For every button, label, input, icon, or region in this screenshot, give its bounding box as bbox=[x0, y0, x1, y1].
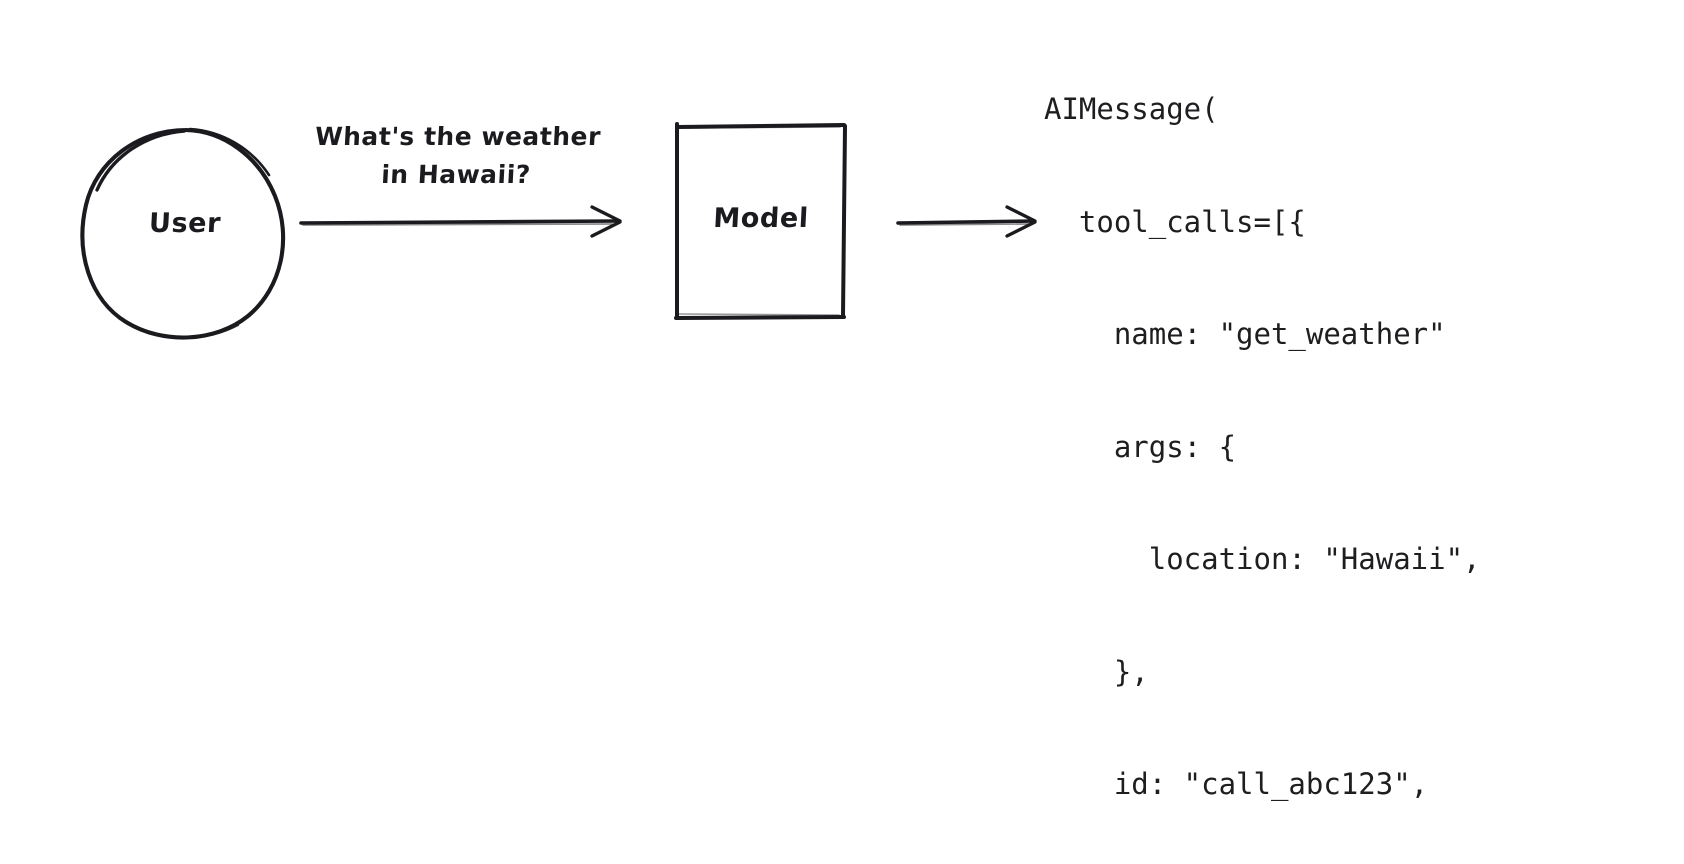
code-line: name: "get_weather" bbox=[1044, 317, 1446, 351]
code-line: id: "call_abc123", bbox=[1044, 767, 1429, 801]
arrow-user-to-model[interactable] bbox=[299, 205, 622, 238]
user-node-circle[interactable] bbox=[80, 127, 286, 340]
model-node-label: Model bbox=[712, 203, 810, 234]
code-line: location: "Hawaii", bbox=[1044, 542, 1481, 576]
ai-message-code-block: AIMessage( tool_calls=[{ name: "get_weat… bbox=[1044, 16, 1481, 864]
hand-drawn-sketch-layer bbox=[80, 122, 1037, 340]
user-node-label: User bbox=[148, 208, 222, 239]
code-line: tool_calls=[{ bbox=[1044, 204, 1306, 239]
code-line: args: { bbox=[1044, 429, 1237, 464]
arrow-model-to-output[interactable] bbox=[896, 205, 1037, 238]
edge-label-line-1: What's the weather bbox=[314, 122, 602, 151]
code-line: AIMessage( bbox=[1044, 92, 1219, 126]
model-node-box[interactable] bbox=[674, 122, 847, 320]
code-line: }, bbox=[1044, 654, 1149, 689]
edge-label-user-to-model: What's the weather in Hawaii? bbox=[290, 118, 624, 194]
diagram-canvas: User Model What's the weather in Hawaii?… bbox=[80, 92, 1481, 801]
edge-label-line-2: in Hawaii? bbox=[380, 160, 532, 189]
